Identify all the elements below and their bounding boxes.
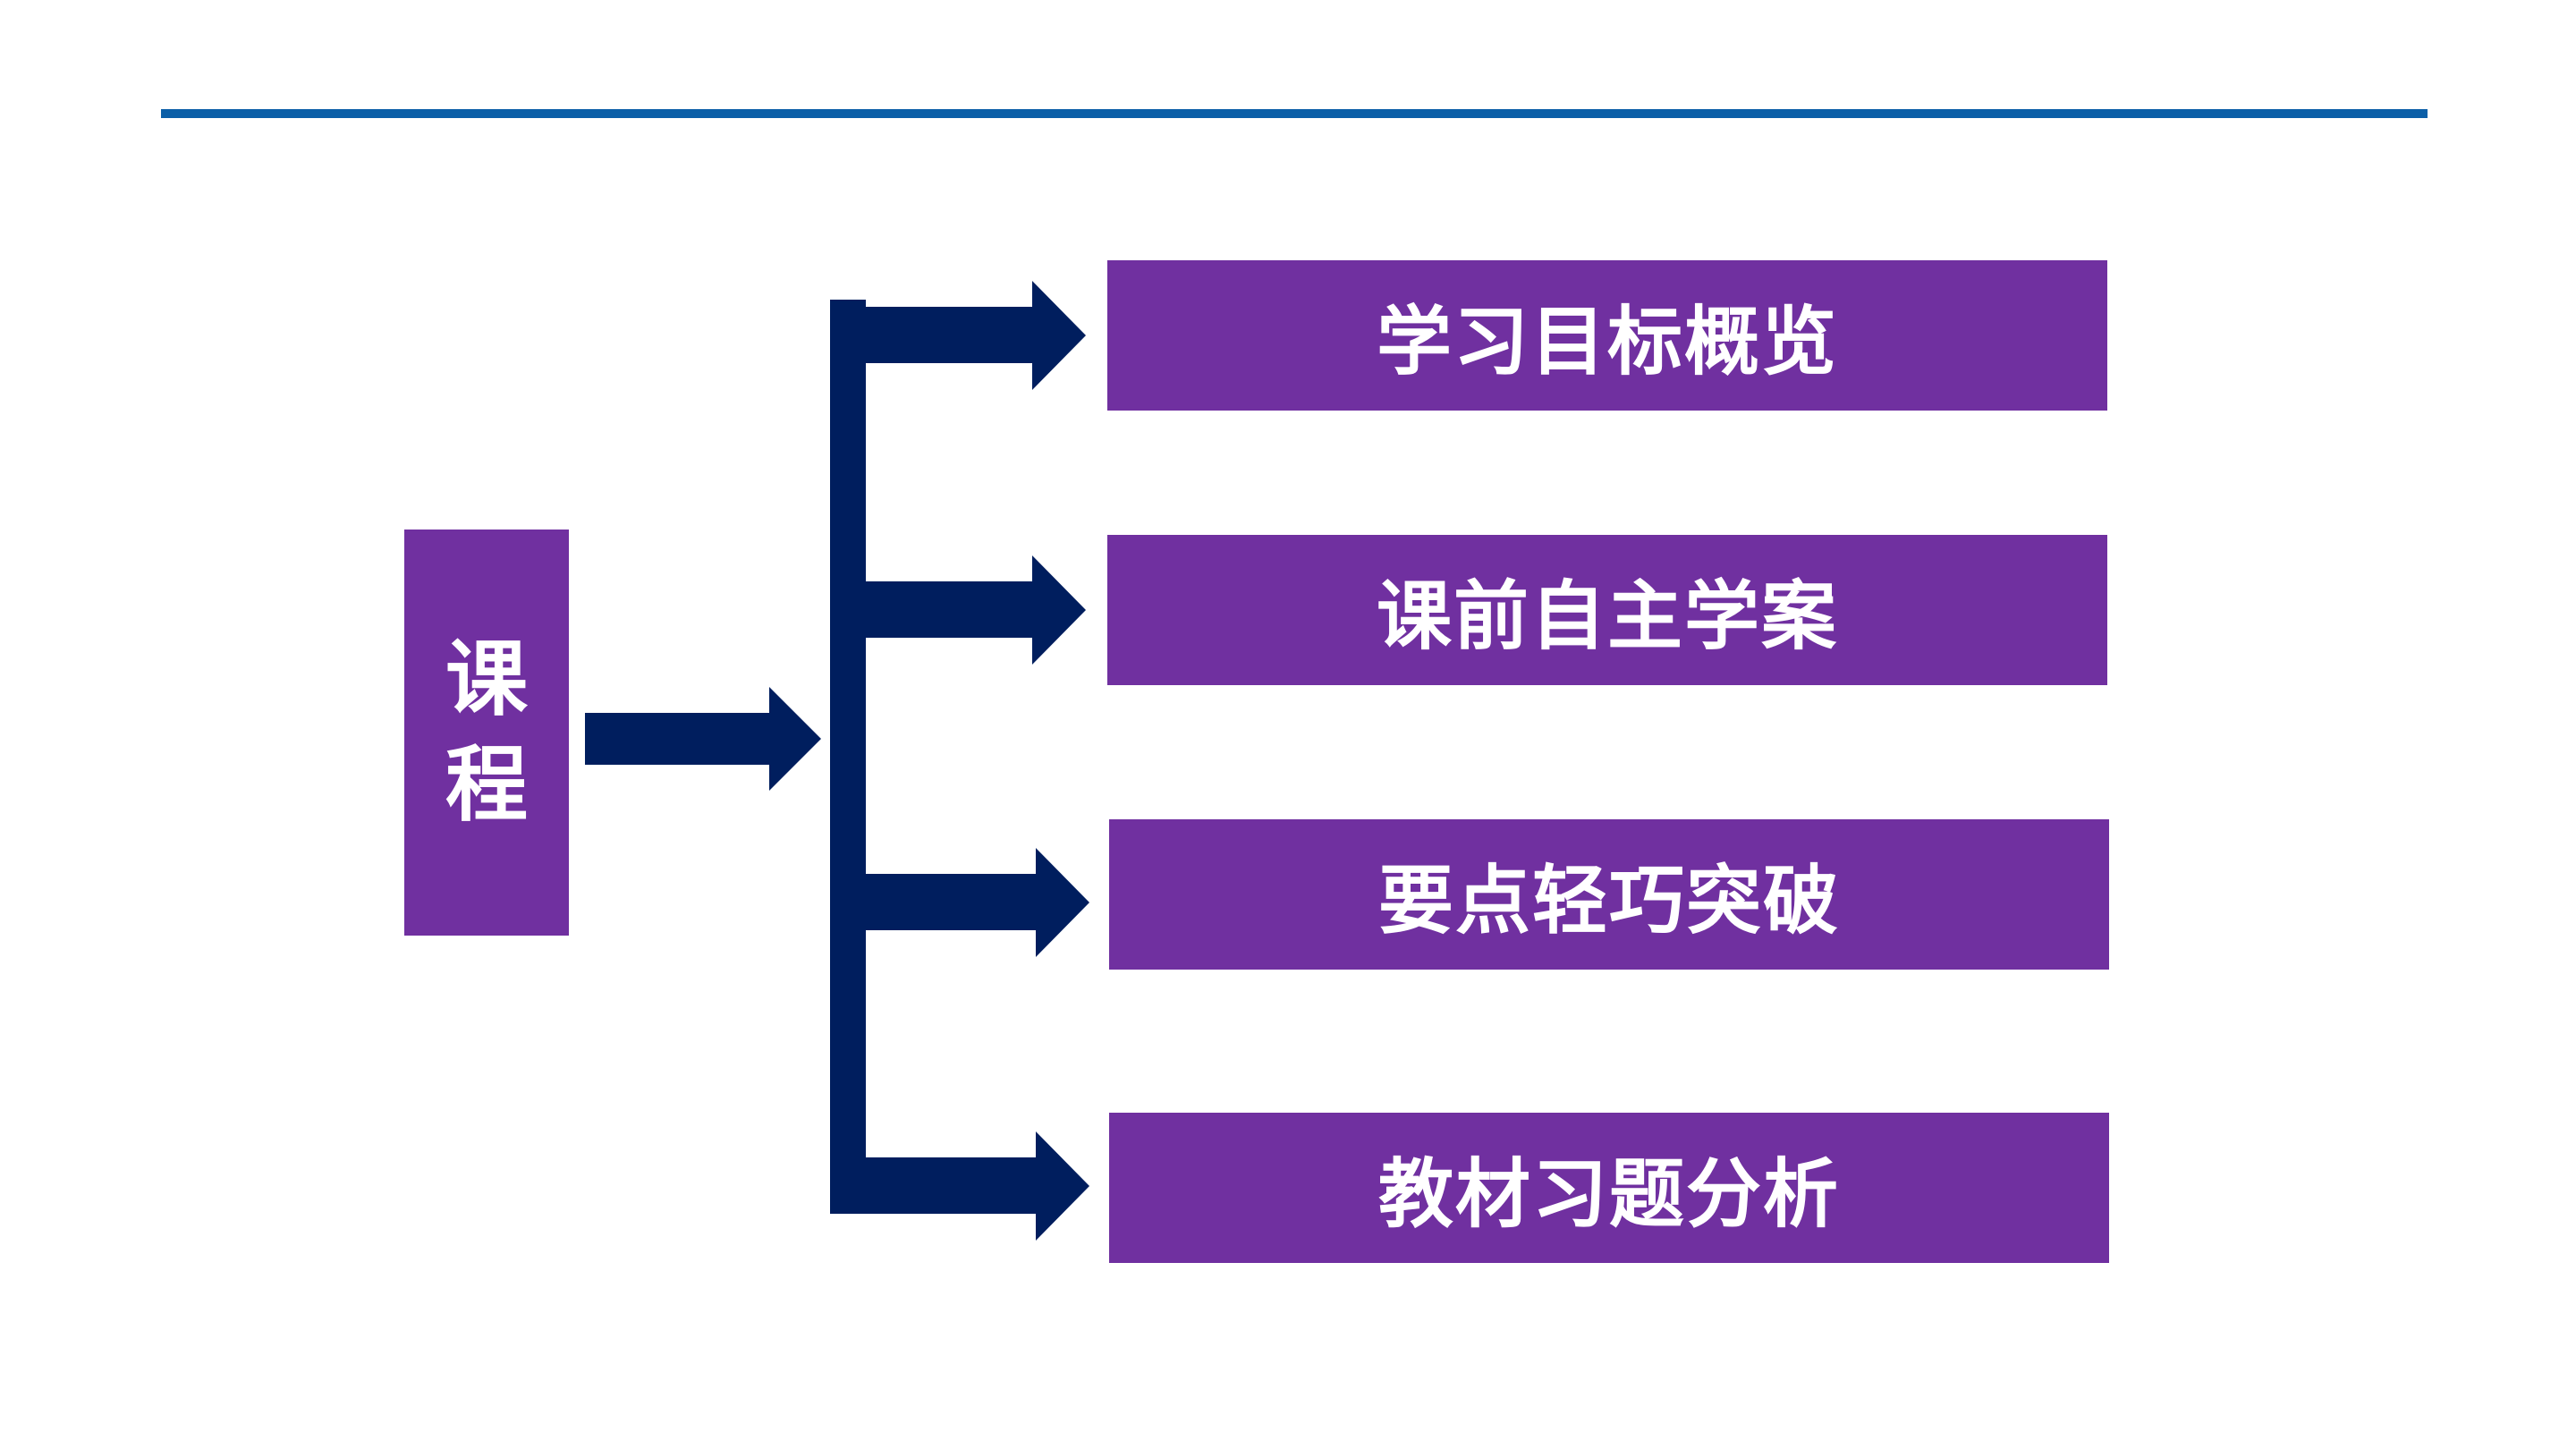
branch-node-pre-class-plan[interactable]: 课前自主学案 — [1107, 535, 2107, 685]
branch-label: 课前自主学案 — [1376, 572, 1838, 660]
top-divider-line — [161, 109, 2428, 118]
branch-label: 要点轻巧突破 — [1377, 856, 1840, 945]
branch-node-exercise-analysis[interactable]: 教材习题分析 — [1109, 1113, 2109, 1263]
branch-arrow-2 — [866, 555, 1086, 665]
connector-spine — [830, 300, 866, 1214]
branch-label: 教材习题分析 — [1377, 1149, 1840, 1238]
branch-label: 学习目标概览 — [1376, 297, 1838, 386]
branch-arrow-1 — [866, 281, 1086, 390]
root-node-label: 课程 — [445, 631, 528, 833]
root-node-course: 课程 — [404, 530, 569, 936]
main-arrow — [585, 687, 821, 791]
branch-arrow-4 — [866, 1131, 1089, 1241]
branch-node-learning-goals[interactable]: 学习目标概览 — [1107, 260, 2107, 411]
branch-arrow-3 — [866, 848, 1089, 957]
branch-node-key-points[interactable]: 要点轻巧突破 — [1109, 819, 2109, 970]
